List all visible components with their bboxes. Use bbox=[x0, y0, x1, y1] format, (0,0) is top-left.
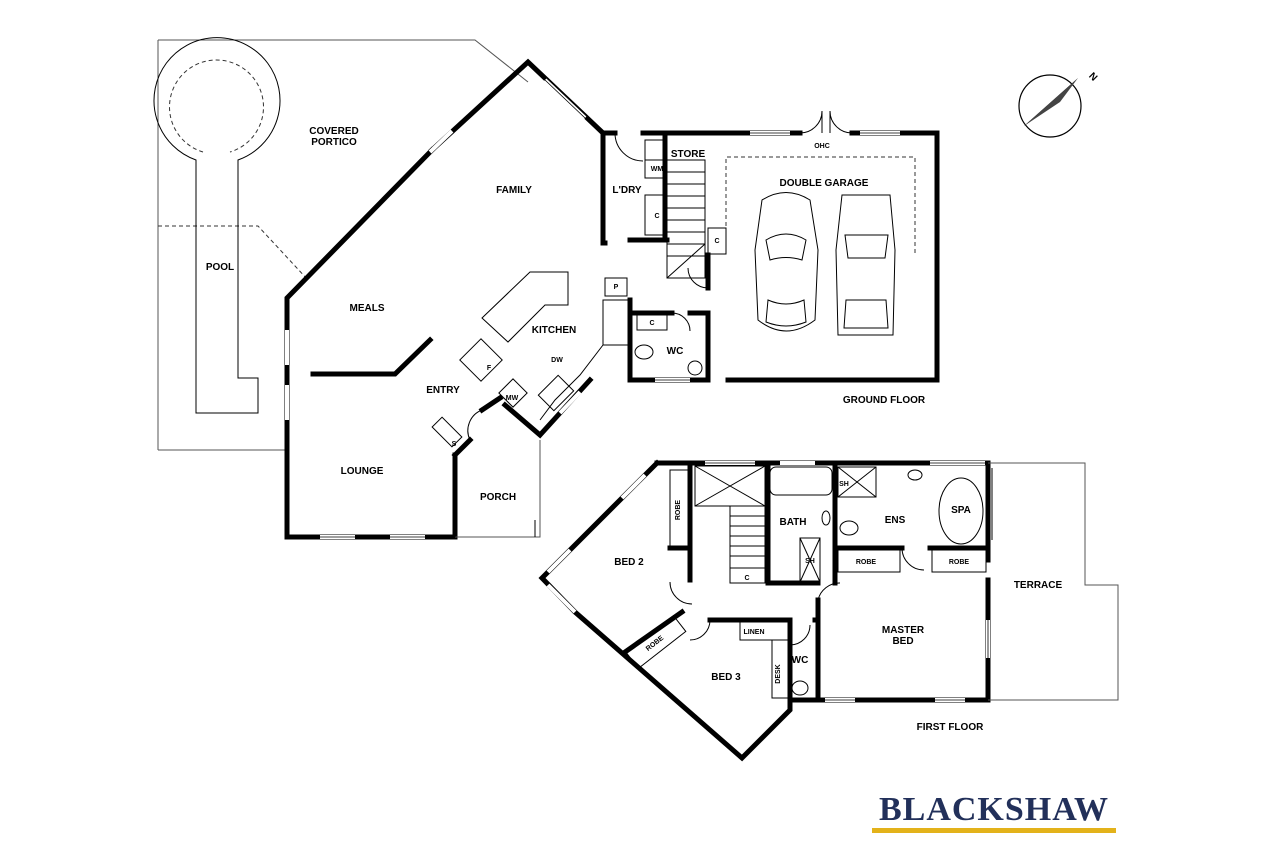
fixture-label-wm: WM bbox=[651, 166, 664, 173]
room-label-porch: PORCH bbox=[480, 492, 516, 503]
fixture-label-desk: DESK bbox=[775, 664, 782, 683]
floor-title-first: FIRST FLOOR bbox=[917, 722, 984, 733]
room-label-ens: ENS bbox=[885, 515, 906, 526]
windows-ground bbox=[285, 78, 900, 539]
room-label-pool: POOL bbox=[206, 262, 234, 273]
ground-floor-plan: COVERED PORTICO POOL FAMILY MEALS KITCHE… bbox=[153, 37, 940, 540]
room-label-bed2: BED 2 bbox=[614, 557, 644, 568]
brand-underline bbox=[872, 828, 1116, 833]
microwave bbox=[498, 378, 528, 408]
fixture-label-c2: C bbox=[714, 238, 719, 245]
brand-name: BLACKSHAW bbox=[879, 791, 1109, 828]
shower-ens bbox=[837, 466, 877, 498]
fixture-label-dw: DW bbox=[551, 357, 563, 364]
fixture-label-robe3: ROBE bbox=[949, 559, 970, 566]
stairs-ground bbox=[666, 159, 706, 279]
fixture-label-c: C bbox=[744, 575, 749, 582]
fixture-label-sh2: SH bbox=[839, 481, 849, 488]
floor-title-ground: GROUND FLOOR bbox=[843, 395, 926, 406]
room-label-bath: BATH bbox=[779, 517, 806, 528]
fixture-label-s: S bbox=[452, 441, 457, 448]
fixture-label-robe2: ROBE bbox=[856, 559, 877, 566]
fixture-label-f: F bbox=[487, 365, 492, 372]
kitchen-island bbox=[481, 271, 569, 343]
windows-first bbox=[546, 461, 990, 730]
pool bbox=[153, 37, 281, 414]
compass-label: N bbox=[1086, 71, 1099, 84]
fixture-label-linen: LINEN bbox=[744, 629, 765, 636]
room-label-store: STORE bbox=[671, 149, 706, 160]
room-label-wc-ground: WC bbox=[667, 346, 684, 357]
room-label-meals: MEALS bbox=[350, 303, 385, 314]
room-label-lounge: LOUNGE bbox=[341, 466, 384, 477]
room-label-laundry: L'DRY bbox=[612, 185, 642, 196]
room-label-terrace: TERRACE bbox=[1014, 580, 1063, 591]
first-floor-plan: BED 2 BED 3 BATH ENS SPA MASTER BED WC T… bbox=[538, 459, 1119, 762]
fixture-label-p: P bbox=[614, 284, 619, 291]
room-label-bed3: BED 3 bbox=[711, 672, 741, 683]
toilet-icon bbox=[634, 344, 654, 360]
car-icon bbox=[835, 194, 896, 336]
shower bbox=[799, 537, 821, 583]
room-label-double-garage: DOUBLE GARAGE bbox=[780, 178, 869, 189]
fixture-label-c1: C bbox=[654, 213, 659, 220]
room-label-family: FAMILY bbox=[496, 185, 532, 196]
room-label-covered-portico-2: PORTICO bbox=[311, 137, 357, 148]
room-label-entry: ENTRY bbox=[426, 385, 460, 396]
stairs-first bbox=[694, 465, 766, 584]
room-label-master-bed-2: BED bbox=[892, 636, 913, 647]
car-icon bbox=[754, 192, 819, 332]
fixture-label-ohc: OHC bbox=[814, 143, 830, 150]
room-label-master-bed-1: MASTER bbox=[882, 625, 925, 636]
spa bbox=[938, 477, 984, 545]
room-label-wc-first: WC bbox=[792, 655, 809, 666]
room-label-covered-portico-1: COVERED bbox=[309, 126, 358, 137]
fridge bbox=[459, 338, 503, 382]
room-label-spa: SPA bbox=[951, 505, 971, 516]
fixture-label-robe1: ROBE bbox=[675, 500, 682, 521]
north-arrow-icon: N bbox=[1018, 71, 1099, 138]
fixture-label-c3: C bbox=[649, 320, 654, 327]
room-label-kitchen: KITCHEN bbox=[532, 325, 576, 336]
brand-logo: BLACKSHAW bbox=[872, 791, 1116, 833]
basin-icon bbox=[687, 360, 703, 376]
cooktop bbox=[602, 299, 631, 346]
fixture-label-sh1: SH bbox=[805, 558, 815, 565]
fixture-label-mw: MW bbox=[506, 395, 519, 402]
sink bbox=[537, 374, 575, 412]
bathtub bbox=[769, 466, 833, 496]
